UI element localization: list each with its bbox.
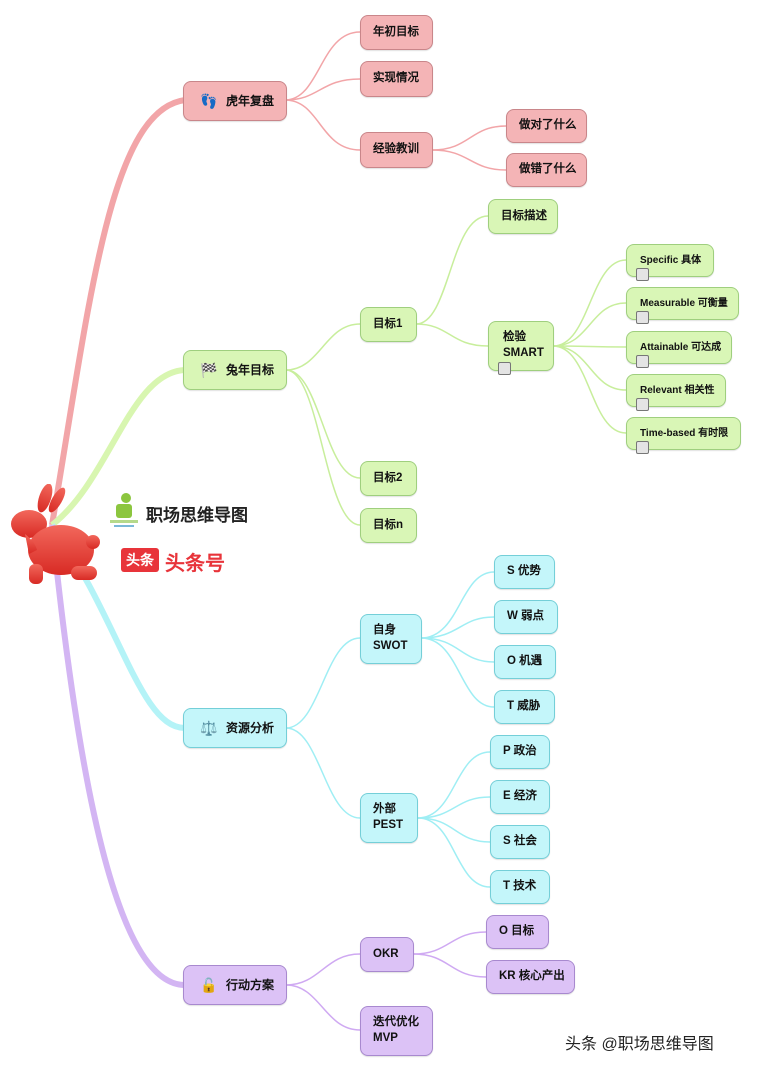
node-label-line2: SWOT (373, 640, 408, 652)
node-actual[interactable]: 实现情况 (360, 61, 433, 97)
logo-text: 职场思维导图 (146, 506, 248, 525)
node-label: OKR (373, 947, 399, 960)
checkbox-icon[interactable] (636, 311, 649, 324)
node-label: Relevant 相关性 (640, 385, 715, 396)
node-goal2[interactable]: 目标2 (360, 461, 417, 496)
branch-review-label: 虎年复盘 (225, 93, 274, 108)
node-swot[interactable]: 自身 SWOT (360, 614, 422, 664)
checkbox-icon[interactable] (636, 441, 649, 454)
checkbox-icon[interactable] (498, 362, 511, 375)
node-label: 外部 PEST (373, 802, 403, 833)
node-attainable[interactable]: Attainable 可达成 (626, 331, 732, 368)
watermark: 头条 @职场思维导图 (565, 1036, 714, 1053)
node-label: S 优势 (507, 565, 541, 578)
node-goaln[interactable]: 目标n (360, 508, 417, 543)
node-label: 年初目标 (373, 25, 419, 38)
node-label: E 经济 (503, 790, 537, 803)
node-goal1[interactable]: 目标1 (360, 307, 417, 342)
node-label: T 威胁 (507, 700, 541, 713)
branch-resources[interactable]: ⚖️ 资源分析 (183, 708, 287, 748)
node-label-line2: PEST (373, 819, 404, 831)
node-goal-start[interactable]: 年初目标 (360, 15, 433, 50)
node-pest-s[interactable]: S 社会 (490, 825, 550, 859)
checkered-flag-icon: 🏁 (200, 361, 218, 378)
node-label: Time-based 有时限 (640, 428, 729, 439)
node-label: Attainable 可达成 (640, 342, 722, 353)
logo-icon (110, 493, 138, 527)
branch-action-label: 行动方案 (225, 977, 274, 992)
node-pest-e[interactable]: E 经济 (490, 780, 550, 814)
branch-goals[interactable]: 🏁 兔年目标 (183, 350, 287, 390)
node-smart-check[interactable]: 检验 SMART (488, 321, 554, 375)
checkbox-icon[interactable] (636, 398, 649, 411)
node-mvp[interactable]: 迭代优化 MVP (360, 1006, 433, 1056)
node-measurable[interactable]: Measurable 可衡量 (626, 287, 739, 324)
node-label: 自身 SWOT (373, 623, 408, 654)
node-label: 目标n (373, 518, 404, 531)
node-label: 经验教训 (373, 143, 419, 156)
node-relevant[interactable]: Relevant 相关性 (626, 374, 726, 411)
node-label: 目标1 (373, 317, 403, 330)
node-time-based[interactable]: Time-based 有时限 (626, 417, 741, 454)
node-pest[interactable]: 外部 PEST (360, 793, 418, 843)
node-label: W 弱点 (507, 610, 545, 623)
node-label-line1: 自身 (373, 624, 396, 637)
node-lessons[interactable]: 经验教训 (360, 132, 433, 168)
node-pest-t[interactable]: T 技术 (490, 870, 550, 904)
node-label: Specific 具体 (640, 255, 702, 266)
node-label-line1: 检验 (503, 331, 526, 344)
node-okr[interactable]: OKR (360, 937, 414, 972)
node-label: S 社会 (503, 835, 537, 848)
node-label: 做错了什么 (519, 163, 577, 176)
node-label: KR 核心产出 (499, 970, 565, 983)
node-goal-desc[interactable]: 目标描述 (488, 199, 558, 234)
node-specific[interactable]: Specific 具体 (626, 244, 714, 281)
node-label-line1: 外部 (373, 803, 396, 816)
branch-goals-label: 兔年目标 (225, 362, 274, 377)
node-label: O 目标 (499, 925, 535, 938)
node-swot-w[interactable]: W 弱点 (494, 600, 558, 634)
branch-review[interactable]: 👣 虎年复盘 (183, 81, 287, 121)
node-label: 检验 SMART (503, 330, 544, 361)
node-label-line2: SMART (503, 347, 544, 359)
footprints-icon: 👣 (200, 92, 218, 109)
toutiao-text: 头条号 (165, 553, 225, 575)
node-did-wrong[interactable]: 做错了什么 (506, 153, 587, 187)
branch-resources-label: 资源分析 (225, 720, 274, 735)
node-label: T 技术 (503, 880, 537, 893)
branch-action[interactable]: 🔓 行动方案 (183, 965, 287, 1005)
node-label: 目标2 (373, 471, 403, 484)
node-swot-o[interactable]: O 机遇 (494, 645, 556, 679)
node-okr-o[interactable]: O 目标 (486, 915, 549, 949)
toutiao-badge: 头条 (121, 548, 159, 572)
rabbit-icon (11, 484, 100, 584)
checkbox-icon[interactable] (636, 355, 649, 368)
node-did-right[interactable]: 做对了什么 (506, 109, 587, 143)
node-label: 做对了什么 (519, 119, 577, 132)
node-swot-s[interactable]: S 优势 (494, 555, 555, 589)
logo (106, 492, 142, 530)
node-okr-kr[interactable]: KR 核心产出 (486, 960, 575, 994)
node-pest-p[interactable]: P 政治 (490, 735, 550, 769)
unlock-icon: 🔓 (200, 976, 218, 993)
node-label: O 机遇 (507, 655, 543, 668)
toutiao-badge-label: 头条 (126, 552, 154, 568)
node-label: P 政治 (503, 745, 537, 758)
scales-icon: ⚖️ (200, 719, 218, 736)
node-label: 迭代优化 MVP (373, 1015, 419, 1046)
node-label: 实现情况 (373, 72, 419, 85)
node-label: 目标描述 (501, 209, 547, 222)
node-swot-t[interactable]: T 威胁 (494, 690, 555, 724)
node-label-line1: 迭代优化 (373, 1016, 419, 1029)
node-label-line2: MVP (373, 1032, 398, 1044)
checkbox-icon[interactable] (636, 268, 649, 281)
node-label: Measurable 可衡量 (640, 298, 728, 309)
